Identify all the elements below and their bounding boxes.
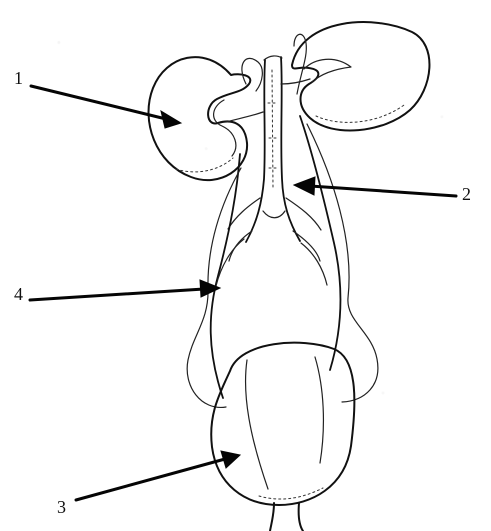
right-outer-duct xyxy=(307,124,378,402)
left-kidney-hilum xyxy=(214,100,236,156)
pointer-line-3 xyxy=(76,459,225,500)
pointer-arrowhead-2 xyxy=(294,177,315,195)
right-kidney-texture xyxy=(316,105,404,122)
right-renal-vessel xyxy=(281,79,310,84)
diagram-label-3: 3 xyxy=(57,498,66,516)
diagram-label-4: 4 xyxy=(14,285,23,303)
main-vessel-left-wall xyxy=(246,60,265,242)
urethra xyxy=(270,503,303,531)
right-kidney xyxy=(292,22,429,130)
pointer-line-4 xyxy=(30,289,204,300)
pointer-line-1 xyxy=(31,86,166,119)
left-kidney-texture xyxy=(176,158,233,172)
main-vessel-texture xyxy=(268,70,279,188)
pointer-arrowhead-1 xyxy=(161,111,181,128)
vessel-branch-center xyxy=(263,211,285,218)
bladder-inner-right-wall xyxy=(315,357,323,463)
left-inner-duct xyxy=(216,239,244,286)
main-vessel-top xyxy=(264,56,282,60)
bladder-inner-left-wall xyxy=(246,360,268,489)
diagram-label-1: 1 xyxy=(14,69,23,87)
diagram-label-2: 2 xyxy=(462,185,471,203)
right-kidney-hilum xyxy=(304,59,351,82)
left-renal-vessel xyxy=(226,112,263,122)
pointer-line-2 xyxy=(310,186,456,196)
urinary-bladder xyxy=(211,343,354,505)
pointer-arrowhead-3 xyxy=(221,451,240,468)
